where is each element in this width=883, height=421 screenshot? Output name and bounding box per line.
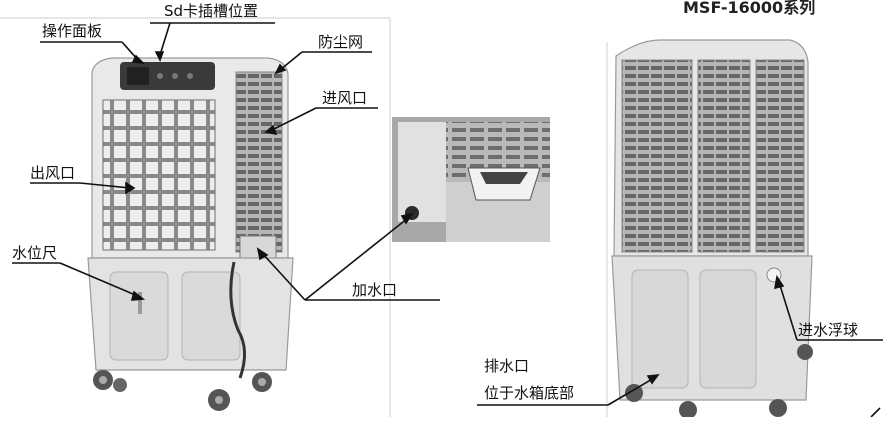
label-water-gauge: 水位尺 bbox=[12, 244, 58, 262]
label-water-inlet: 加水口 bbox=[352, 281, 398, 299]
right-cooler bbox=[606, 39, 813, 419]
label-drain-outlet: 排水口 bbox=[484, 357, 530, 375]
label-air-inlet: 进风口 bbox=[322, 89, 368, 107]
model-series-title: MSF-16000系列 bbox=[683, 0, 816, 17]
water-inlet-detail-photo bbox=[392, 117, 550, 242]
label-inlet-float: 进水浮球 bbox=[798, 321, 859, 339]
label-drain-location: 位于水箱底部 bbox=[484, 384, 575, 402]
label-control-panel: 操作面板 bbox=[42, 22, 103, 40]
label-dust-filter: 防尘网 bbox=[318, 33, 364, 51]
label-sd-slot: Sd卡插槽位置 bbox=[164, 2, 259, 20]
label-air-outlet: 出风口 bbox=[30, 164, 76, 182]
leader-lines bbox=[12, 22, 883, 418]
left-cooler bbox=[87, 57, 294, 411]
